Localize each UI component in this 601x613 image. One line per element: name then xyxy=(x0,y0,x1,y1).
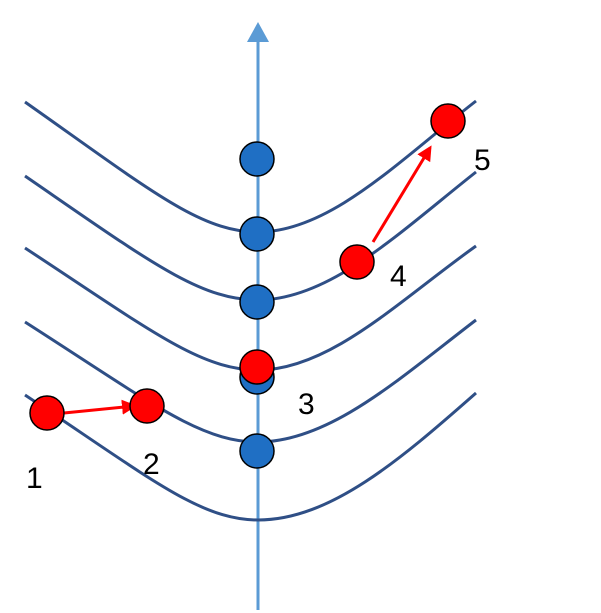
red-dot-3 xyxy=(239,349,275,385)
axis-arrowhead xyxy=(247,22,269,42)
arrow-4-to-5 xyxy=(371,145,432,243)
red-dot-4 xyxy=(339,244,375,280)
label-1: 1 xyxy=(26,462,43,495)
blue-dot xyxy=(239,433,275,469)
blue-dots xyxy=(239,141,275,469)
curve-5 xyxy=(24,391,477,522)
arrow-1-to-2 xyxy=(63,399,137,415)
label-2: 2 xyxy=(143,448,160,481)
red-dot-1 xyxy=(29,395,65,431)
blue-dot xyxy=(239,284,275,320)
label-4: 4 xyxy=(390,260,407,293)
red-dot-2 xyxy=(129,388,165,424)
red-dot-5 xyxy=(430,103,466,139)
red-dots xyxy=(29,103,466,431)
blue-dot xyxy=(239,141,275,177)
label-5: 5 xyxy=(474,144,491,177)
blue-dot xyxy=(239,216,275,252)
label-3: 3 xyxy=(298,388,315,421)
